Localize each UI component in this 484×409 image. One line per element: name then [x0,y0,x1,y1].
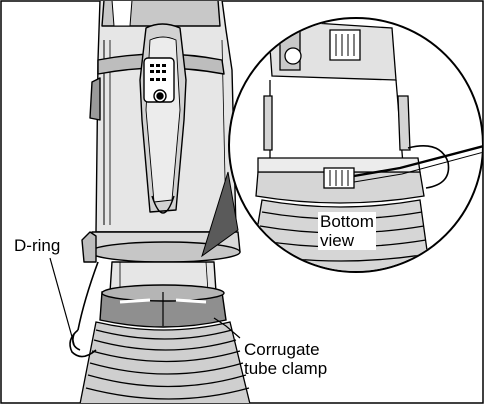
inset-pointer [201,171,239,258]
leader-lines [49,257,241,345]
label-clamp-line1: Corrugate [244,340,320,359]
label-bottom-view: Bottom view [318,212,376,250]
label-d-ring: D-ring [14,236,60,255]
label-corrugate-tube-clamp: Corrugate tube clamp [244,340,327,378]
corrugated-hose [79,321,251,403]
label-bottom-view-line1: Bottom [320,212,374,231]
label-d-ring-text: D-ring [14,236,61,255]
vacuum-body [81,1,241,293]
leader-clamp [213,317,241,339]
leader-d-ring [49,257,75,345]
control-buttons [150,64,166,81]
label-clamp-line2: tube clamp [244,359,328,378]
label-bottom-view-line2: view [320,231,355,250]
tube-clamp [99,284,227,328]
